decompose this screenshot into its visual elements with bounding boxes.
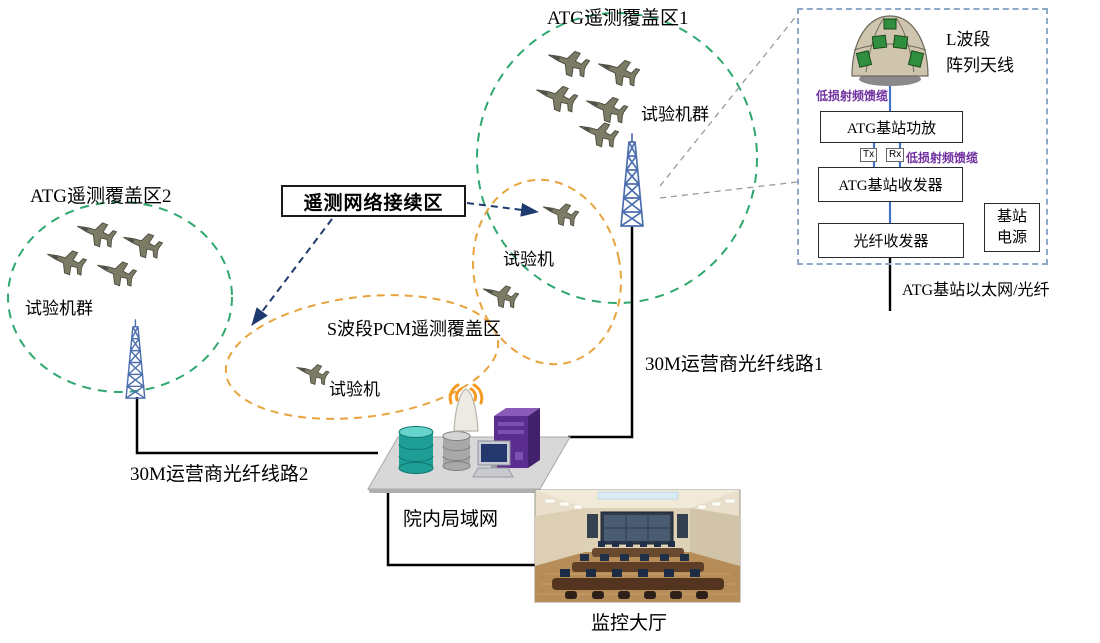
storage-cylinder-icon xyxy=(442,431,471,471)
power-box: 基站 电源 xyxy=(984,203,1040,252)
array-antenna-icon xyxy=(851,15,929,86)
fiber-line1-label: 30M运营商光纤线路1 xyxy=(645,354,824,375)
fiber-line-2 xyxy=(135,397,378,455)
rx-label: Rx xyxy=(886,148,905,162)
transceiver-box: ATG基站收发器 xyxy=(818,167,963,202)
fiber-line-1 xyxy=(568,226,634,439)
test-plane-label-1: 试验机 xyxy=(503,250,554,269)
zoom-line-top xyxy=(659,14,798,187)
server-icon xyxy=(494,408,540,468)
zoom-line-bottom xyxy=(659,181,798,199)
workstation-icon xyxy=(472,440,514,478)
tower-icon-2 xyxy=(125,319,146,399)
lan-label: 院内局域网 xyxy=(403,509,499,530)
feed-cable-top-label: 低损射频馈缆 xyxy=(816,89,889,103)
relay-zone-label: 遥测网络接续区 xyxy=(281,185,466,217)
sband-ellipse-1 xyxy=(472,178,622,366)
jet-group-area2 xyxy=(42,214,165,290)
tx-label: Tx xyxy=(860,148,878,162)
hall-label: 监控大厅 xyxy=(591,613,668,634)
fiber-transceiver-box: 光纤收发器 xyxy=(818,223,964,258)
tower-icon-1 xyxy=(620,133,644,227)
fleet2-label: 试验机群 xyxy=(25,299,93,318)
sband-ellipse-2 xyxy=(224,294,500,420)
antenna-label: L波段 阵列天线 xyxy=(946,30,1014,75)
lan-to-hall-line xyxy=(386,492,536,567)
jet-group-area1 xyxy=(531,42,642,151)
base-station-panel xyxy=(797,8,1048,265)
test-plane-label-2: 试验机 xyxy=(329,380,380,399)
ethernet-label: ATG基站以太网/光纤 xyxy=(902,282,1050,299)
feed-cable-mid-label: 低损射频馈缆 xyxy=(906,151,979,165)
coverage-area2-label: ATG遥测覆盖区2 xyxy=(30,186,172,207)
sband-zone-label: S波段PCM遥测覆盖区 xyxy=(327,319,502,339)
coverage-circle-1 xyxy=(476,12,758,304)
relay-arrow-left xyxy=(251,218,333,326)
amp-box: ATG基站功放 xyxy=(820,111,963,143)
monitoring-hall-photo xyxy=(534,489,741,603)
coverage-circle-2 xyxy=(7,201,233,393)
jet-group-relay xyxy=(292,196,581,388)
fiber-line2-label: 30M运营商光纤线路2 xyxy=(130,464,309,485)
wifi-antenna-icon xyxy=(448,383,484,432)
coverage-area1-label: ATG遥测覆盖区1 xyxy=(547,8,689,29)
relay-arrow-right xyxy=(466,202,539,217)
database-icon xyxy=(398,426,434,474)
fleet1-label: 试验机群 xyxy=(641,105,709,124)
